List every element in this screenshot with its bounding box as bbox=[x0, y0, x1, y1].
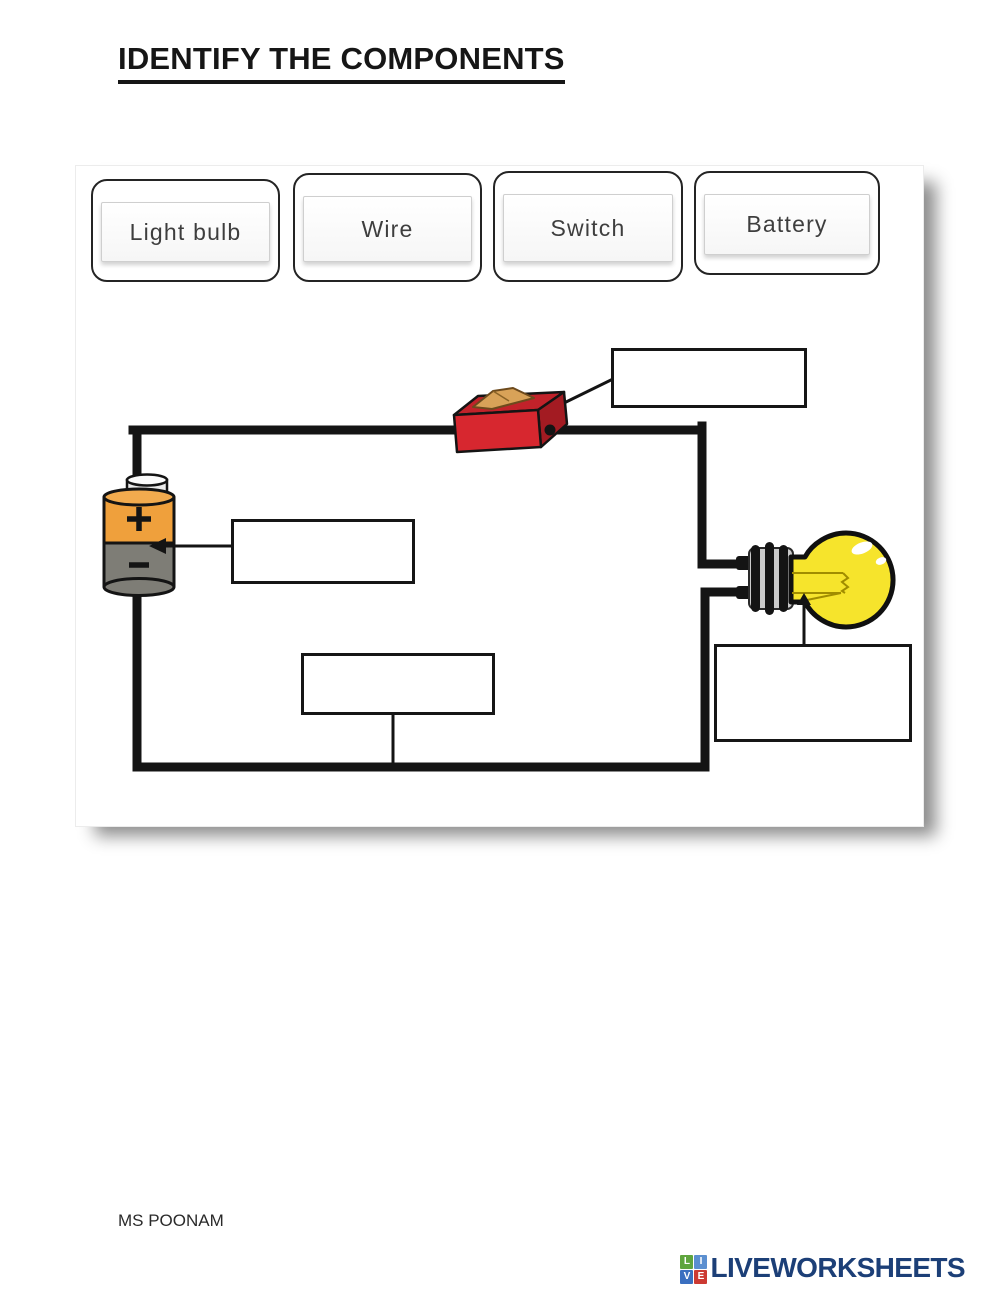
wire-right-upper bbox=[697, 421, 746, 569]
switch-pointer-line bbox=[563, 377, 614, 405]
bulb-glass bbox=[788, 530, 896, 630]
bulb-highlight-large bbox=[851, 541, 873, 555]
bulb-base-ring-2 bbox=[765, 542, 774, 615]
page-title: IDENTIFY THE COMPONENTS bbox=[118, 41, 565, 84]
word-bank-label[interactable]: Light bulb bbox=[101, 202, 270, 262]
battery-cap-top bbox=[125, 473, 169, 487]
answer-box-wire[interactable] bbox=[301, 653, 495, 715]
word-bank-item-battery[interactable]: Battery bbox=[694, 171, 880, 275]
circuit-diagram bbox=[102, 377, 896, 772]
battery-pointer-arrow bbox=[149, 538, 231, 554]
word-bank-item-switch[interactable]: Switch bbox=[493, 171, 683, 282]
logo-tile-v: V bbox=[680, 1269, 694, 1284]
switch-illustration bbox=[452, 387, 569, 454]
word-bank-label[interactable]: Wire bbox=[303, 196, 472, 262]
switch-terminal-dot bbox=[544, 424, 556, 436]
battery-illustration bbox=[102, 473, 176, 597]
battery-plus-sign bbox=[127, 507, 151, 531]
word-bank-label[interactable]: Switch bbox=[503, 194, 673, 262]
lightbulb-pointer-arrow bbox=[797, 593, 811, 646]
word-bank-item-lightbulb[interactable]: Light bulb bbox=[91, 179, 280, 282]
answer-box-battery[interactable] bbox=[231, 519, 415, 584]
word-bank-label[interactable]: Battery bbox=[704, 194, 870, 255]
logo-text: LIVEWORKSHEETS bbox=[710, 1252, 965, 1283]
answer-box-lightbulb[interactable] bbox=[714, 644, 912, 742]
liveworksheets-logo: L I V E LIVEWORKSHEETS bbox=[680, 1252, 966, 1284]
battery-bottom bbox=[102, 577, 176, 597]
word-bank-item-wire[interactable]: Wire bbox=[293, 173, 482, 282]
bulb-filament bbox=[792, 572, 850, 601]
switch-front-face bbox=[452, 408, 543, 454]
switch-lever-fold bbox=[492, 390, 510, 402]
lightbulb-illustration bbox=[736, 530, 896, 630]
answer-box-switch[interactable] bbox=[611, 348, 807, 408]
wire-right-lower bbox=[700, 587, 746, 772]
circuit-wires bbox=[128, 421, 746, 772]
bulb-base-ring-1 bbox=[751, 545, 760, 612]
worksheet-image: Light bulb Wire Switch Battery bbox=[75, 165, 924, 827]
logo-tile-i: I bbox=[694, 1254, 708, 1269]
logo-tile-l: L bbox=[680, 1254, 694, 1269]
bulb-base-ring-3 bbox=[779, 545, 788, 612]
logo-tile-e: E bbox=[694, 1269, 708, 1284]
bulb-highlight-small bbox=[875, 557, 887, 565]
battery-top-rim bbox=[102, 487, 176, 507]
author-name: MS POONAM bbox=[118, 1211, 224, 1230]
liveworksheets-icon: L I V E bbox=[680, 1254, 708, 1284]
